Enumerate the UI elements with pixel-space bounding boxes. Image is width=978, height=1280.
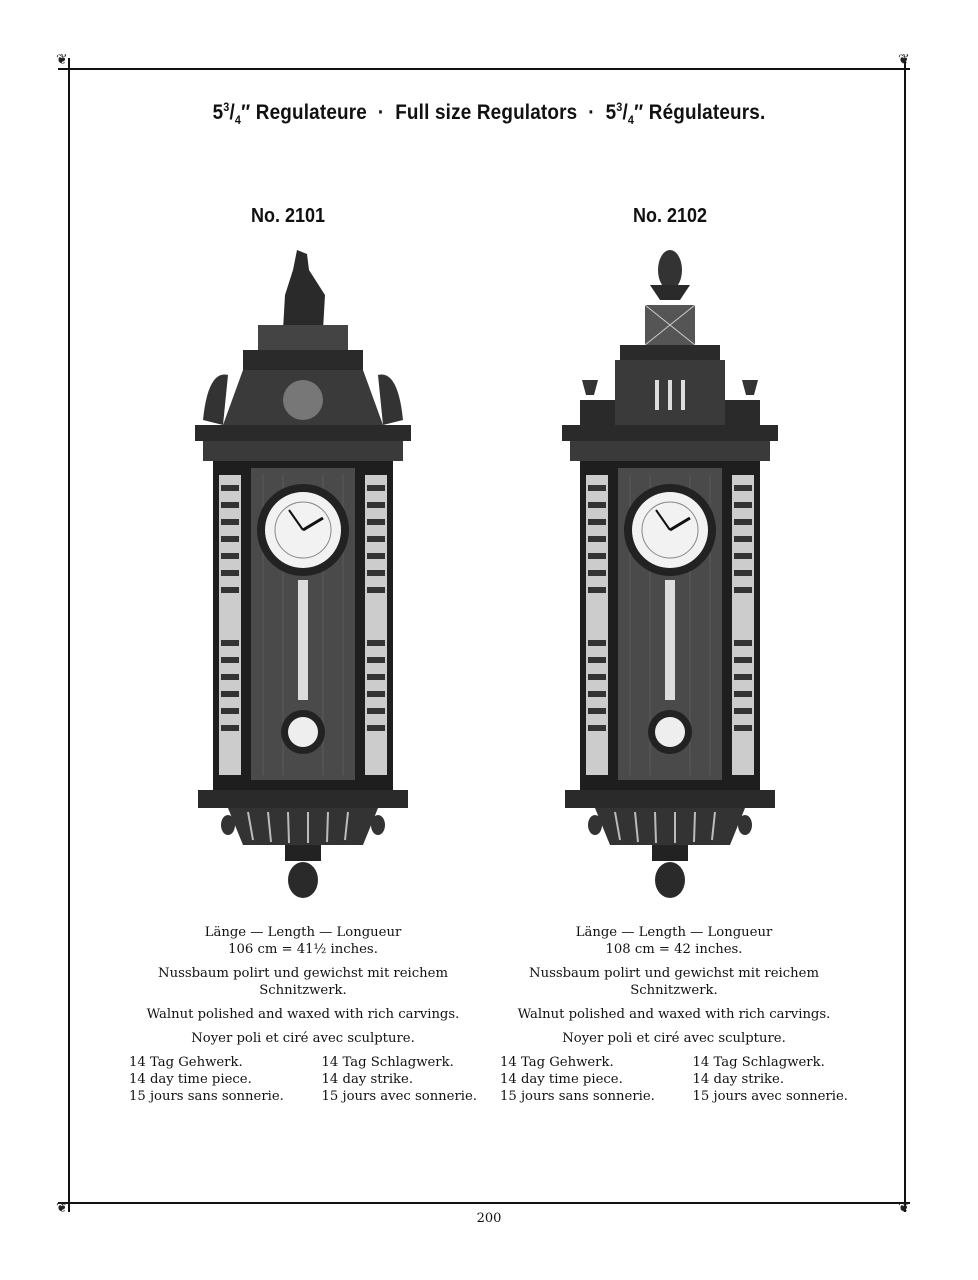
border-bottom: [58, 1202, 910, 1204]
corner-ornament-icon: ❦: [56, 1200, 68, 1216]
length-label: Länge — Length — Longueur: [575, 925, 773, 940]
border-left: [68, 58, 70, 1212]
description-english: Walnut polished and waxed with rich carv…: [146, 1007, 460, 1022]
page-number: 200: [476, 1211, 502, 1226]
length-label: Länge — Length — Longueur: [204, 925, 402, 940]
description-french: Noyer poli et ciré avec sculpture.: [562, 1031, 786, 1046]
model-number: No. 2101: [250, 205, 326, 227]
corner-ornament-icon: ❦: [898, 52, 910, 68]
corner-ornament-icon: ❦: [56, 52, 68, 68]
urn-crown-carving: [580, 250, 760, 425]
movement-time-only: 14 Tag Gehwerk.14 day time piece.15 jour…: [500, 1055, 655, 1104]
clock-case: [193, 423, 413, 900]
clock-case: [560, 423, 780, 900]
chamois-crown-carving: [203, 250, 403, 425]
description-german: Nussbaum polirt und gewichst mit reichem…: [158, 966, 448, 998]
border-right: [904, 58, 906, 1212]
description-french: Noyer poli et ciré avec sculpture.: [191, 1031, 415, 1046]
length-value: 108 cm = 42 inches.: [605, 942, 743, 957]
movement-strike: 14 Tag Schlagwerk.14 day strike.15 jours…: [692, 1055, 848, 1104]
movement-time-only: 14 Tag Gehwerk.14 day time piece.15 jour…: [129, 1055, 284, 1104]
product-description-2101: Länge — Length — Longueur 106 cm = 41½ i…: [123, 924, 483, 1105]
description-german: Nussbaum polirt und gewichst mit reichem…: [529, 966, 819, 998]
length-value: 106 cm = 41½ inches.: [228, 942, 378, 957]
movement-strike: 14 Tag Schlagwerk.14 day strike.15 jours…: [321, 1055, 477, 1104]
description-english: Walnut polished and waxed with rich carv…: [517, 1007, 831, 1022]
clock-illustration-2101: [193, 250, 413, 900]
page-title: 53/4″ Regulateure · Full size Regulators…: [212, 100, 766, 128]
border-top: [58, 68, 910, 70]
clock-illustration-2102: [560, 250, 780, 900]
model-number: No. 2102: [632, 205, 708, 227]
product-description-2102: Länge — Length — Longueur 108 cm = 42 in…: [494, 924, 854, 1105]
corner-ornament-icon: ❦: [898, 1200, 910, 1216]
